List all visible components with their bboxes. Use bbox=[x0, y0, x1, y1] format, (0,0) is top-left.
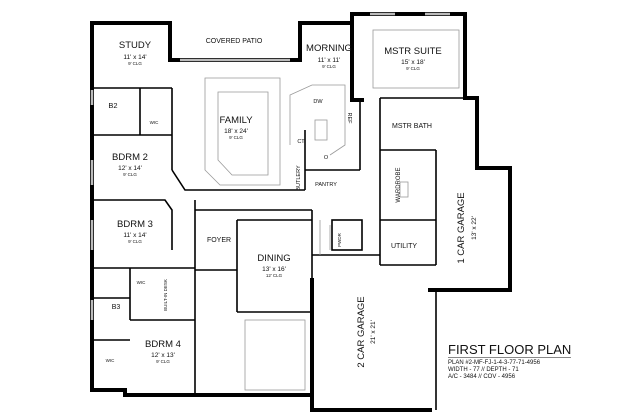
svg-text:11' x 11': 11' x 11' bbox=[318, 57, 341, 64]
exterior-walls bbox=[90, 12, 512, 412]
plan-title: FIRST FLOOR PLAN bbox=[448, 342, 572, 358]
room-dining: DINING 13' x 16' 12' CLG bbox=[257, 253, 290, 278]
svg-text:12' x 14': 12' x 14' bbox=[118, 165, 142, 172]
plan-info: PLAN #2-MF-FJ-1-4-3-77-71-4956 WIDTH - 7… bbox=[448, 360, 540, 381]
svg-text:9' CLG: 9' CLG bbox=[322, 64, 336, 69]
room-2-car-garage-size: 21' x 21' bbox=[370, 320, 377, 344]
room-name: STUDY bbox=[119, 40, 152, 51]
room-bdrm-2: BDRM 2 12' x 14' 9' CLG bbox=[112, 152, 148, 177]
room-1-car-garage-size: 13' x 22' bbox=[471, 216, 478, 240]
room-pantry: PANTRY bbox=[315, 182, 337, 188]
dishwasher-label: DW bbox=[313, 99, 323, 105]
svg-text:9' CLG: 9' CLG bbox=[156, 359, 170, 364]
room-master-suite: MSTR SUITE 15' x 18' 9' CLG bbox=[384, 46, 442, 71]
room-family: FAMILY 18' x 24' 9' CLG bbox=[219, 115, 253, 140]
room-2-car-garage-name: 2 CAR GARAGE bbox=[356, 296, 367, 367]
room-utility: UTILITY bbox=[391, 243, 417, 250]
svg-text:13' x 16': 13' x 16' bbox=[262, 266, 286, 273]
room-foyer: FOYER bbox=[207, 237, 231, 244]
svg-text:BDRM 2: BDRM 2 bbox=[112, 152, 148, 163]
svg-text:MSTR SUITE: MSTR SUITE bbox=[384, 46, 442, 57]
room-1-car-garage-name: 1 CAR GARAGE bbox=[456, 192, 467, 263]
room-b2: B2 bbox=[108, 101, 117, 110]
svg-text:9' CLG: 9' CLG bbox=[406, 66, 420, 71]
plan-number: PLAN #2-MF-FJ-1-4-3-77-71-4956 bbox=[448, 360, 541, 366]
room-built-in-desk: BUILT-IN DESK bbox=[163, 279, 168, 311]
room-powder: PWDR bbox=[337, 232, 342, 246]
plan-dimensions: WIDTH - 77 // DEPTH - 71 bbox=[448, 367, 519, 373]
svg-text:MORNING: MORNING bbox=[306, 43, 352, 54]
svg-text:12' x 13': 12' x 13' bbox=[151, 352, 175, 359]
interior-walls bbox=[92, 87, 465, 410]
room-butlery: BUTLERY bbox=[296, 165, 302, 191]
oven-label: O bbox=[324, 155, 329, 161]
room-study: STUDY 11' x 14' 9' CLG bbox=[119, 40, 152, 66]
svg-text:18' x 24': 18' x 24' bbox=[224, 128, 248, 135]
room-wic: WIC bbox=[150, 120, 159, 125]
room-bdrm-4: BDRM 4 12' x 13' 9' CLG bbox=[145, 339, 181, 364]
room-wic-2: WIC bbox=[137, 280, 146, 285]
svg-text:9' CLG: 9' CLG bbox=[128, 239, 142, 244]
room-master-bath: MSTR BATH bbox=[392, 123, 432, 130]
svg-text:9' CLG: 9' CLG bbox=[123, 172, 137, 177]
room-covered-patio: COVERED PATIO bbox=[206, 38, 263, 45]
svg-text:BDRM 3: BDRM 3 bbox=[117, 219, 153, 230]
room-ceiling: 9' CLG bbox=[128, 61, 142, 66]
svg-text:9' CLG: 9' CLG bbox=[229, 135, 243, 140]
room-wardrobe: WARDROBE bbox=[396, 167, 402, 202]
ceiling-details bbox=[204, 29, 460, 391]
refrigerator-label: REF bbox=[346, 113, 352, 125]
svg-text:BDRM 4: BDRM 4 bbox=[145, 339, 181, 350]
svg-text:12' CLG: 12' CLG bbox=[266, 273, 283, 278]
cooktop-label: CT bbox=[297, 139, 305, 145]
room-b3: B3 bbox=[112, 304, 121, 311]
svg-text:15' x 18': 15' x 18' bbox=[401, 59, 425, 66]
room-wic-3: WIC bbox=[106, 358, 115, 363]
svg-text:FAMILY: FAMILY bbox=[219, 115, 253, 126]
room-size: 11' x 14' bbox=[123, 54, 146, 61]
room-bdrm-3: BDRM 3 11' x 14' 9' CLG bbox=[117, 219, 153, 244]
svg-text:11' x 14': 11' x 14' bbox=[123, 232, 146, 239]
svg-text:DINING: DINING bbox=[257, 253, 290, 264]
plan-area: A/C - 3484 // COV - 4956 bbox=[448, 374, 516, 380]
room-morning: MORNING 11' x 11' 9' CLG bbox=[306, 43, 352, 69]
